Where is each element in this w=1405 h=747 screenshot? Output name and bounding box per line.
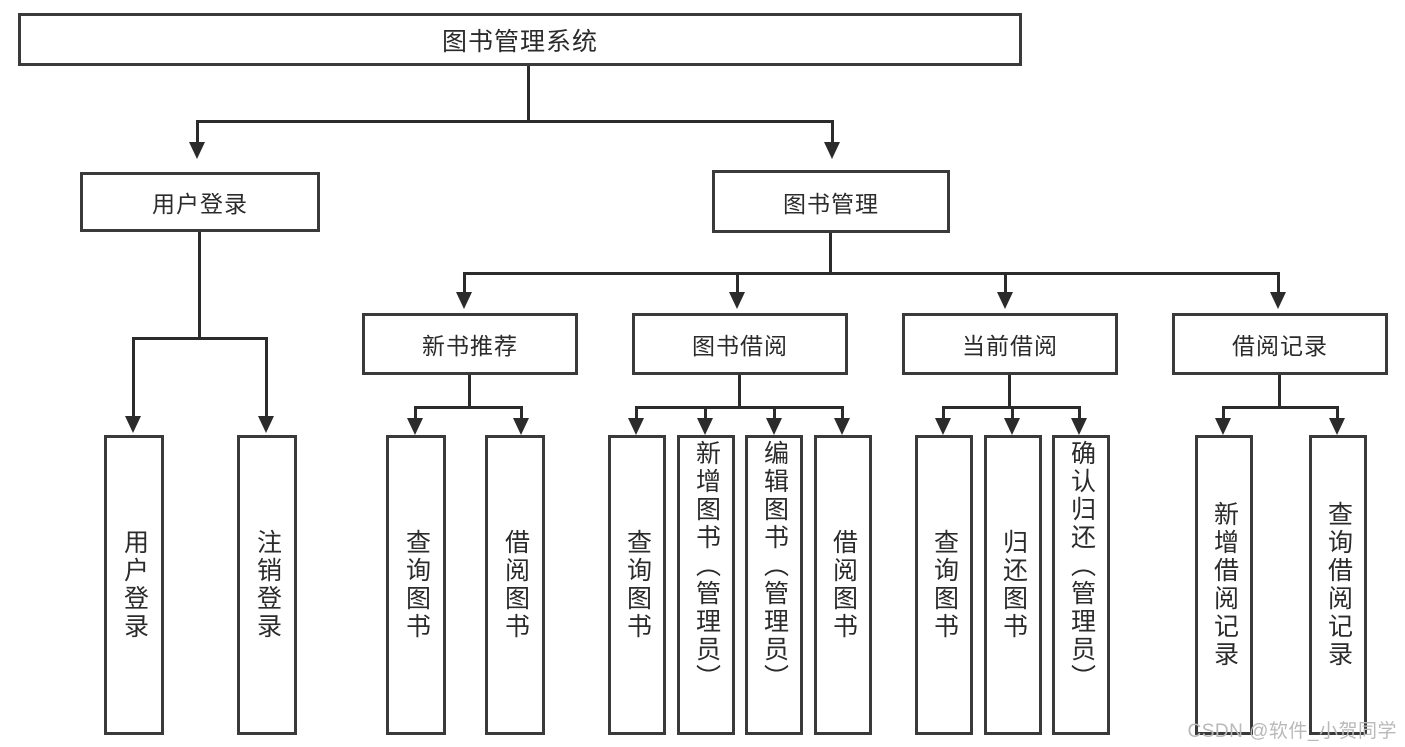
connector-borrow-record-leaf-1	[1336, 406, 1339, 418]
connector-current-borrow-leaf-1	[1011, 406, 1014, 418]
arrowhead-leaf-book-borrow-3	[834, 418, 850, 435]
leaf-label: 新增图书（管理员）	[692, 440, 721, 692]
leaf-label: 编辑图书（管理员）	[760, 440, 789, 692]
node-label: 新书推荐	[422, 333, 518, 359]
arrowhead-leaf-borrow-record-0	[1215, 418, 1231, 435]
arrowhead-leaf-borrow-record-1	[1329, 418, 1345, 435]
arrowhead-leaf-book-borrow-1	[697, 418, 713, 435]
arrowhead-new-book-rec	[456, 292, 472, 309]
arrowhead-user-login	[189, 142, 205, 159]
leaf-label: 归还图书	[999, 529, 1028, 641]
leaf-label: 注销登录	[253, 529, 282, 641]
arrowhead-borrow-record	[1270, 292, 1286, 309]
arrowhead-current-borrow	[997, 292, 1013, 309]
leaf-book-borrow-3[interactable]: 借阅图书	[814, 435, 872, 735]
leaf-label: 查询图书	[623, 529, 652, 641]
connector-borrow-record-bus	[1222, 406, 1339, 409]
node-book-manage[interactable]: 图书管理	[712, 170, 950, 233]
leaf-current-borrow-2[interactable]: 确认归还（管理员）	[1052, 435, 1110, 735]
connector-user-login-trunk	[198, 232, 201, 337]
node-label: 借阅记录	[1232, 333, 1328, 359]
connector-current-borrow-trunk	[1008, 375, 1011, 406]
connector-root-trunk	[527, 66, 530, 120]
connector-user-login-leaf-1	[265, 337, 268, 416]
connector-user-login-bus	[132, 337, 268, 340]
arrowhead-leaf-new-book-rec-0	[407, 418, 423, 435]
connector-book-manage-child-1	[736, 272, 739, 292]
leaf-label: 查询借阅记录	[1324, 501, 1353, 669]
leaf-new-book-rec-1[interactable]: 借阅图书	[485, 435, 545, 735]
node-book-borrow[interactable]: 图书借阅	[632, 313, 848, 375]
connector-root-to-user-login	[196, 120, 199, 142]
arrowhead-leaf-book-borrow-2	[766, 418, 782, 435]
arrowhead-leaf-user-login-0	[125, 416, 141, 433]
connector-borrow-record-trunk	[1278, 375, 1281, 406]
leaf-label: 查询图书	[930, 529, 959, 641]
node-label: 图书借阅	[692, 333, 788, 359]
arrowhead-leaf-current-borrow-2	[1071, 418, 1087, 435]
node-label: 用户登录	[152, 191, 248, 217]
leaf-new-book-rec-0[interactable]: 查询图书	[386, 435, 446, 735]
node-user-login[interactable]: 用户登录	[80, 172, 320, 232]
node-root-system[interactable]: 图书管理系统	[18, 13, 1022, 66]
leaf-book-borrow-0[interactable]: 查询图书	[608, 435, 666, 735]
connector-book-manage-child-0	[463, 272, 466, 292]
node-label: 图书管理	[783, 190, 879, 217]
node-borrow-record[interactable]: 借阅记录	[1172, 313, 1388, 375]
arrowhead-leaf-book-borrow-0	[628, 418, 644, 435]
connector-root-to-book-manage	[831, 120, 834, 142]
arrowhead-leaf-current-borrow-1	[1004, 418, 1020, 435]
node-new-book-rec[interactable]: 新书推荐	[362, 313, 578, 375]
leaf-label: 用户登录	[120, 529, 149, 641]
connector-book-borrow-trunk	[738, 375, 741, 406]
leaf-book-borrow-2[interactable]: 编辑图书（管理员）	[745, 435, 803, 735]
connector-new-book-rec-bus	[414, 406, 523, 409]
leaf-label: 新增借阅记录	[1210, 501, 1239, 669]
leaf-label: 借阅图书	[501, 529, 530, 641]
connector-new-book-rec-leaf-0	[414, 406, 417, 418]
connector-book-manage-bus	[463, 272, 1280, 275]
leaf-borrow-record-0[interactable]: 新增借阅记录	[1195, 435, 1253, 735]
connector-book-borrow-bus	[635, 406, 844, 409]
leaf-user-login-1[interactable]: 注销登录	[237, 435, 297, 735]
connector-borrow-record-leaf-0	[1222, 406, 1225, 418]
leaf-current-borrow-0[interactable]: 查询图书	[915, 435, 973, 735]
connector-book-borrow-leaf-0	[635, 406, 638, 418]
connector-new-book-rec-leaf-1	[520, 406, 523, 418]
arrowhead-book-manage	[824, 142, 840, 159]
leaf-current-borrow-1[interactable]: 归还图书	[984, 435, 1042, 735]
leaf-label: 确认归还（管理员）	[1067, 440, 1096, 692]
connector-root-bus	[196, 120, 834, 123]
arrowhead-leaf-user-login-1	[258, 416, 274, 433]
connector-user-login-leaf-0	[132, 337, 135, 416]
leaf-borrow-record-1[interactable]: 查询借阅记录	[1309, 435, 1367, 735]
arrowhead-book-borrow	[729, 292, 745, 309]
leaf-user-login-0[interactable]: 用户登录	[104, 435, 164, 735]
node-label: 当前借阅	[962, 333, 1058, 359]
leaf-label: 借阅图书	[829, 529, 858, 641]
node-current-borrow[interactable]: 当前借阅	[902, 313, 1118, 375]
node-label: 图书管理系统	[441, 27, 598, 56]
leaf-book-borrow-1[interactable]: 新增图书（管理员）	[677, 435, 735, 735]
connector-book-borrow-leaf-1	[704, 406, 707, 418]
leaf-label: 查询图书	[402, 529, 431, 641]
connector-book-manage-child-2	[1004, 272, 1007, 292]
arrowhead-leaf-current-borrow-0	[935, 418, 951, 435]
connector-book-borrow-leaf-3	[841, 406, 844, 418]
connector-book-manage-child-3	[1277, 272, 1280, 292]
connector-new-book-rec-trunk	[468, 375, 471, 406]
connector-current-borrow-leaf-0	[942, 406, 945, 418]
connector-book-borrow-leaf-2	[773, 406, 776, 418]
connector-current-borrow-leaf-2	[1078, 406, 1081, 418]
arrowhead-leaf-new-book-rec-1	[513, 418, 529, 435]
connector-book-manage-trunk	[829, 233, 832, 272]
